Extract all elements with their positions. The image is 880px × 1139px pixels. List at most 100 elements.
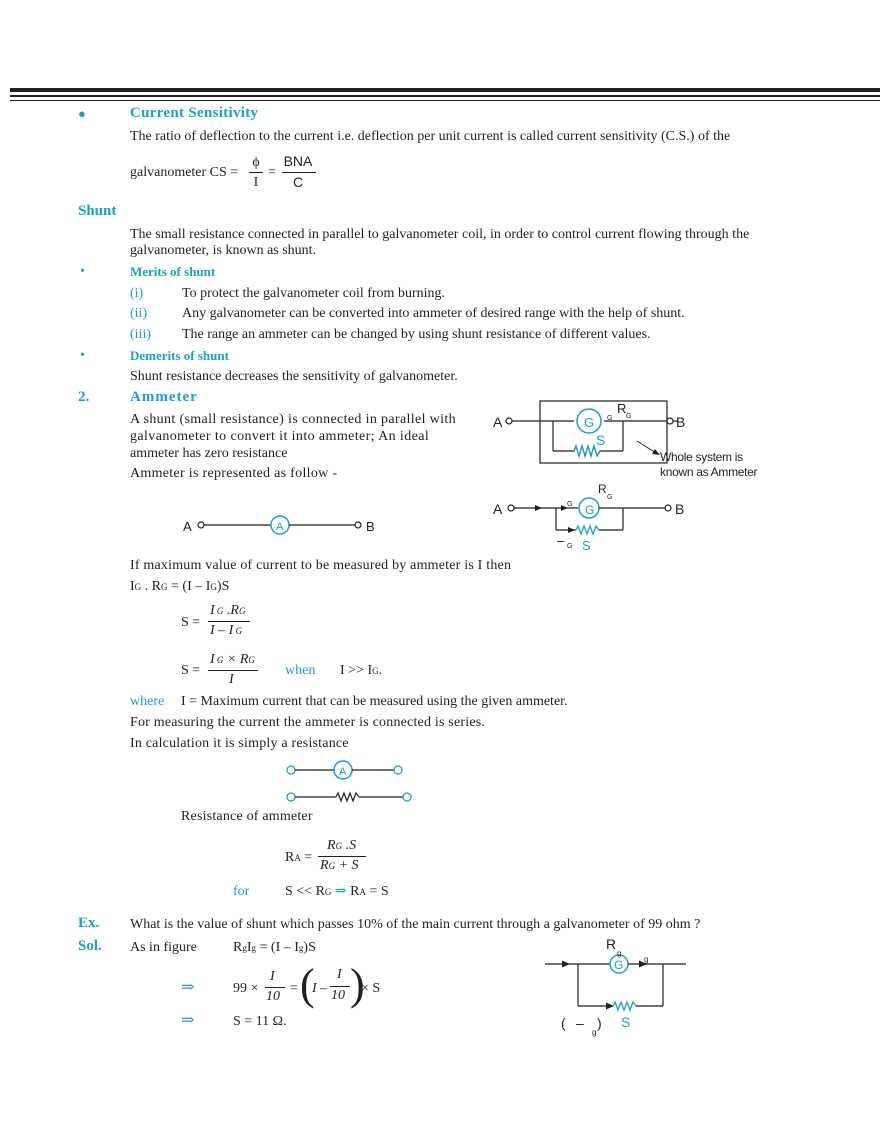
- equals: =: [290, 981, 298, 996]
- list-number: (iii): [130, 327, 151, 342]
- list-item: To protect the galvanometer coil from bu…: [182, 286, 445, 301]
- galvanometer-label: G: [614, 958, 624, 972]
- paragraph: I = Maximum current that can be measured…: [181, 694, 568, 709]
- formula-term: I –: [312, 981, 328, 996]
- paragraph: In calculation it is simply a resistance: [130, 736, 349, 751]
- terminal-label: B: [675, 501, 685, 517]
- rg-label: R: [606, 936, 617, 952]
- fraction-bar: [249, 172, 263, 173]
- implies-arrow: ⇒: [181, 1012, 195, 1029]
- rg-label: R: [598, 482, 607, 496]
- rg-sub-label: G: [626, 413, 632, 420]
- list-item: The range an ammeter can be changed by u…: [182, 327, 651, 342]
- header-rule-1: [10, 95, 880, 97]
- subheading-merits: Merits of shunt: [130, 264, 216, 279]
- formula-denominator: 10: [331, 988, 345, 1003]
- ammeter-symbol-label: A: [339, 766, 347, 778]
- formula-s-lhs: S =: [181, 615, 201, 630]
- denominator: C: [292, 174, 304, 190]
- terminal-label: B: [676, 414, 686, 430]
- paragraph: For measuring the current the ammeter is…: [130, 715, 486, 730]
- fraction-bar: [208, 670, 258, 671]
- rg-sub-label: G: [607, 494, 613, 501]
- minus-sign: –: [576, 1015, 584, 1031]
- formula-rg-ig: RgIg = (I – Ig)S: [233, 940, 316, 955]
- solution-label: Sol.: [78, 938, 102, 954]
- section-title-current-sensitivity: Current Sensitivity: [130, 105, 259, 121]
- g-sub-label: g: [592, 1028, 597, 1037]
- phi-symbol: ϕ: [252, 155, 260, 170]
- ammeter-current-diagram: [507, 497, 672, 536]
- formula-numerator: I G × RG: [210, 652, 255, 667]
- list-item: Any galvanometer can be converted into a…: [182, 306, 685, 321]
- formula-numerator: I: [337, 967, 342, 982]
- paren-open: (: [300, 960, 315, 1009]
- example-label: Ex.: [78, 915, 100, 931]
- fraction-bar: [330, 986, 350, 987]
- paragraph: Ammeter is represented as follow -: [130, 466, 338, 481]
- paren-close: ): [597, 1015, 602, 1031]
- fraction-bar: [208, 621, 250, 622]
- section-number: 2.: [78, 389, 90, 405]
- rg-sub-label: G: [607, 415, 613, 422]
- paragraph: ammeter has zero resistance: [130, 446, 288, 461]
- rg-label: R: [617, 401, 627, 416]
- formula-denominator: I – I G: [210, 623, 243, 638]
- solution-circuit-diagram: [545, 954, 686, 1012]
- header-rule-2: [10, 100, 880, 101]
- where-label: where: [130, 694, 165, 709]
- rg-sub-label: G: [567, 543, 573, 550]
- caption: known as Ammeter: [660, 465, 758, 479]
- formula-denominator: 10: [266, 989, 280, 1004]
- terminal-label: A: [493, 501, 503, 517]
- formula-prefix: galvanometer CS =: [130, 165, 239, 180]
- shunt-label: S: [621, 1014, 631, 1030]
- galvanometer-label: G: [584, 415, 595, 430]
- ammeter-circuit-diagram: [505, 400, 678, 464]
- formula-lhs: 99 ×: [233, 981, 259, 996]
- formula-denominator: I: [229, 672, 234, 687]
- fraction-bar: [265, 987, 285, 988]
- formula-ra-lhs: RA =: [285, 850, 313, 865]
- rg-sub-label: G: [567, 501, 573, 508]
- bullet: ●: [78, 106, 86, 121]
- subheading-demerits: Demerits of shunt: [130, 348, 229, 363]
- condition: S << RG ⇒ RA = S: [285, 884, 389, 899]
- galvanometer-label: G: [585, 503, 595, 517]
- formula-numerator: RG .S: [327, 838, 357, 853]
- condition: I >> IG.: [340, 663, 383, 678]
- paragraph: The ratio of deflection to the current i…: [130, 129, 731, 144]
- paragraph: A shunt (small resistance) is connected …: [130, 412, 456, 427]
- fraction-bar: [282, 172, 316, 173]
- bullet: •: [80, 348, 85, 363]
- paragraph: galvanometer, is known as shunt.: [130, 243, 317, 258]
- formula-numerator: I G .RG: [210, 603, 246, 618]
- paragraph: galvanometer to convert it into ammeter;…: [130, 429, 430, 444]
- formula-denominator: RG + S: [320, 858, 359, 873]
- fraction-bar: [318, 856, 366, 857]
- section-title-shunt: Shunt: [78, 203, 117, 219]
- shunt-label: S: [596, 432, 606, 448]
- header-rule-thick: [10, 88, 880, 92]
- formula-rhs: × S: [361, 981, 381, 996]
- ammeter-symbol-label: A: [276, 521, 284, 533]
- question: What is the value of shunt which passes …: [130, 917, 701, 932]
- paragraph: The small resistance connected in parall…: [130, 227, 750, 242]
- shunt-label: S: [582, 538, 591, 553]
- paragraph: As in figure: [130, 940, 197, 955]
- formula-s-lhs: S =: [181, 663, 201, 678]
- ammeter-symbol-diagram: [197, 515, 362, 535]
- formula-numerator: I: [270, 969, 275, 984]
- paragraph: Shunt resistance decreases the sensitivi…: [130, 369, 458, 384]
- terminal-label: A: [493, 414, 503, 430]
- when-label: when: [285, 663, 316, 678]
- paren-close: ): [350, 960, 365, 1009]
- g-sub-label: g: [644, 955, 649, 964]
- paren-open: (: [561, 1015, 566, 1031]
- bullet: •: [80, 264, 85, 279]
- paragraph: If maximum value of current to be measur…: [130, 558, 512, 573]
- terminal-label: A: [183, 519, 192, 534]
- denominator: I: [253, 175, 259, 190]
- paragraph: Resistance of ammeter: [181, 809, 313, 824]
- equals: =: [268, 165, 276, 180]
